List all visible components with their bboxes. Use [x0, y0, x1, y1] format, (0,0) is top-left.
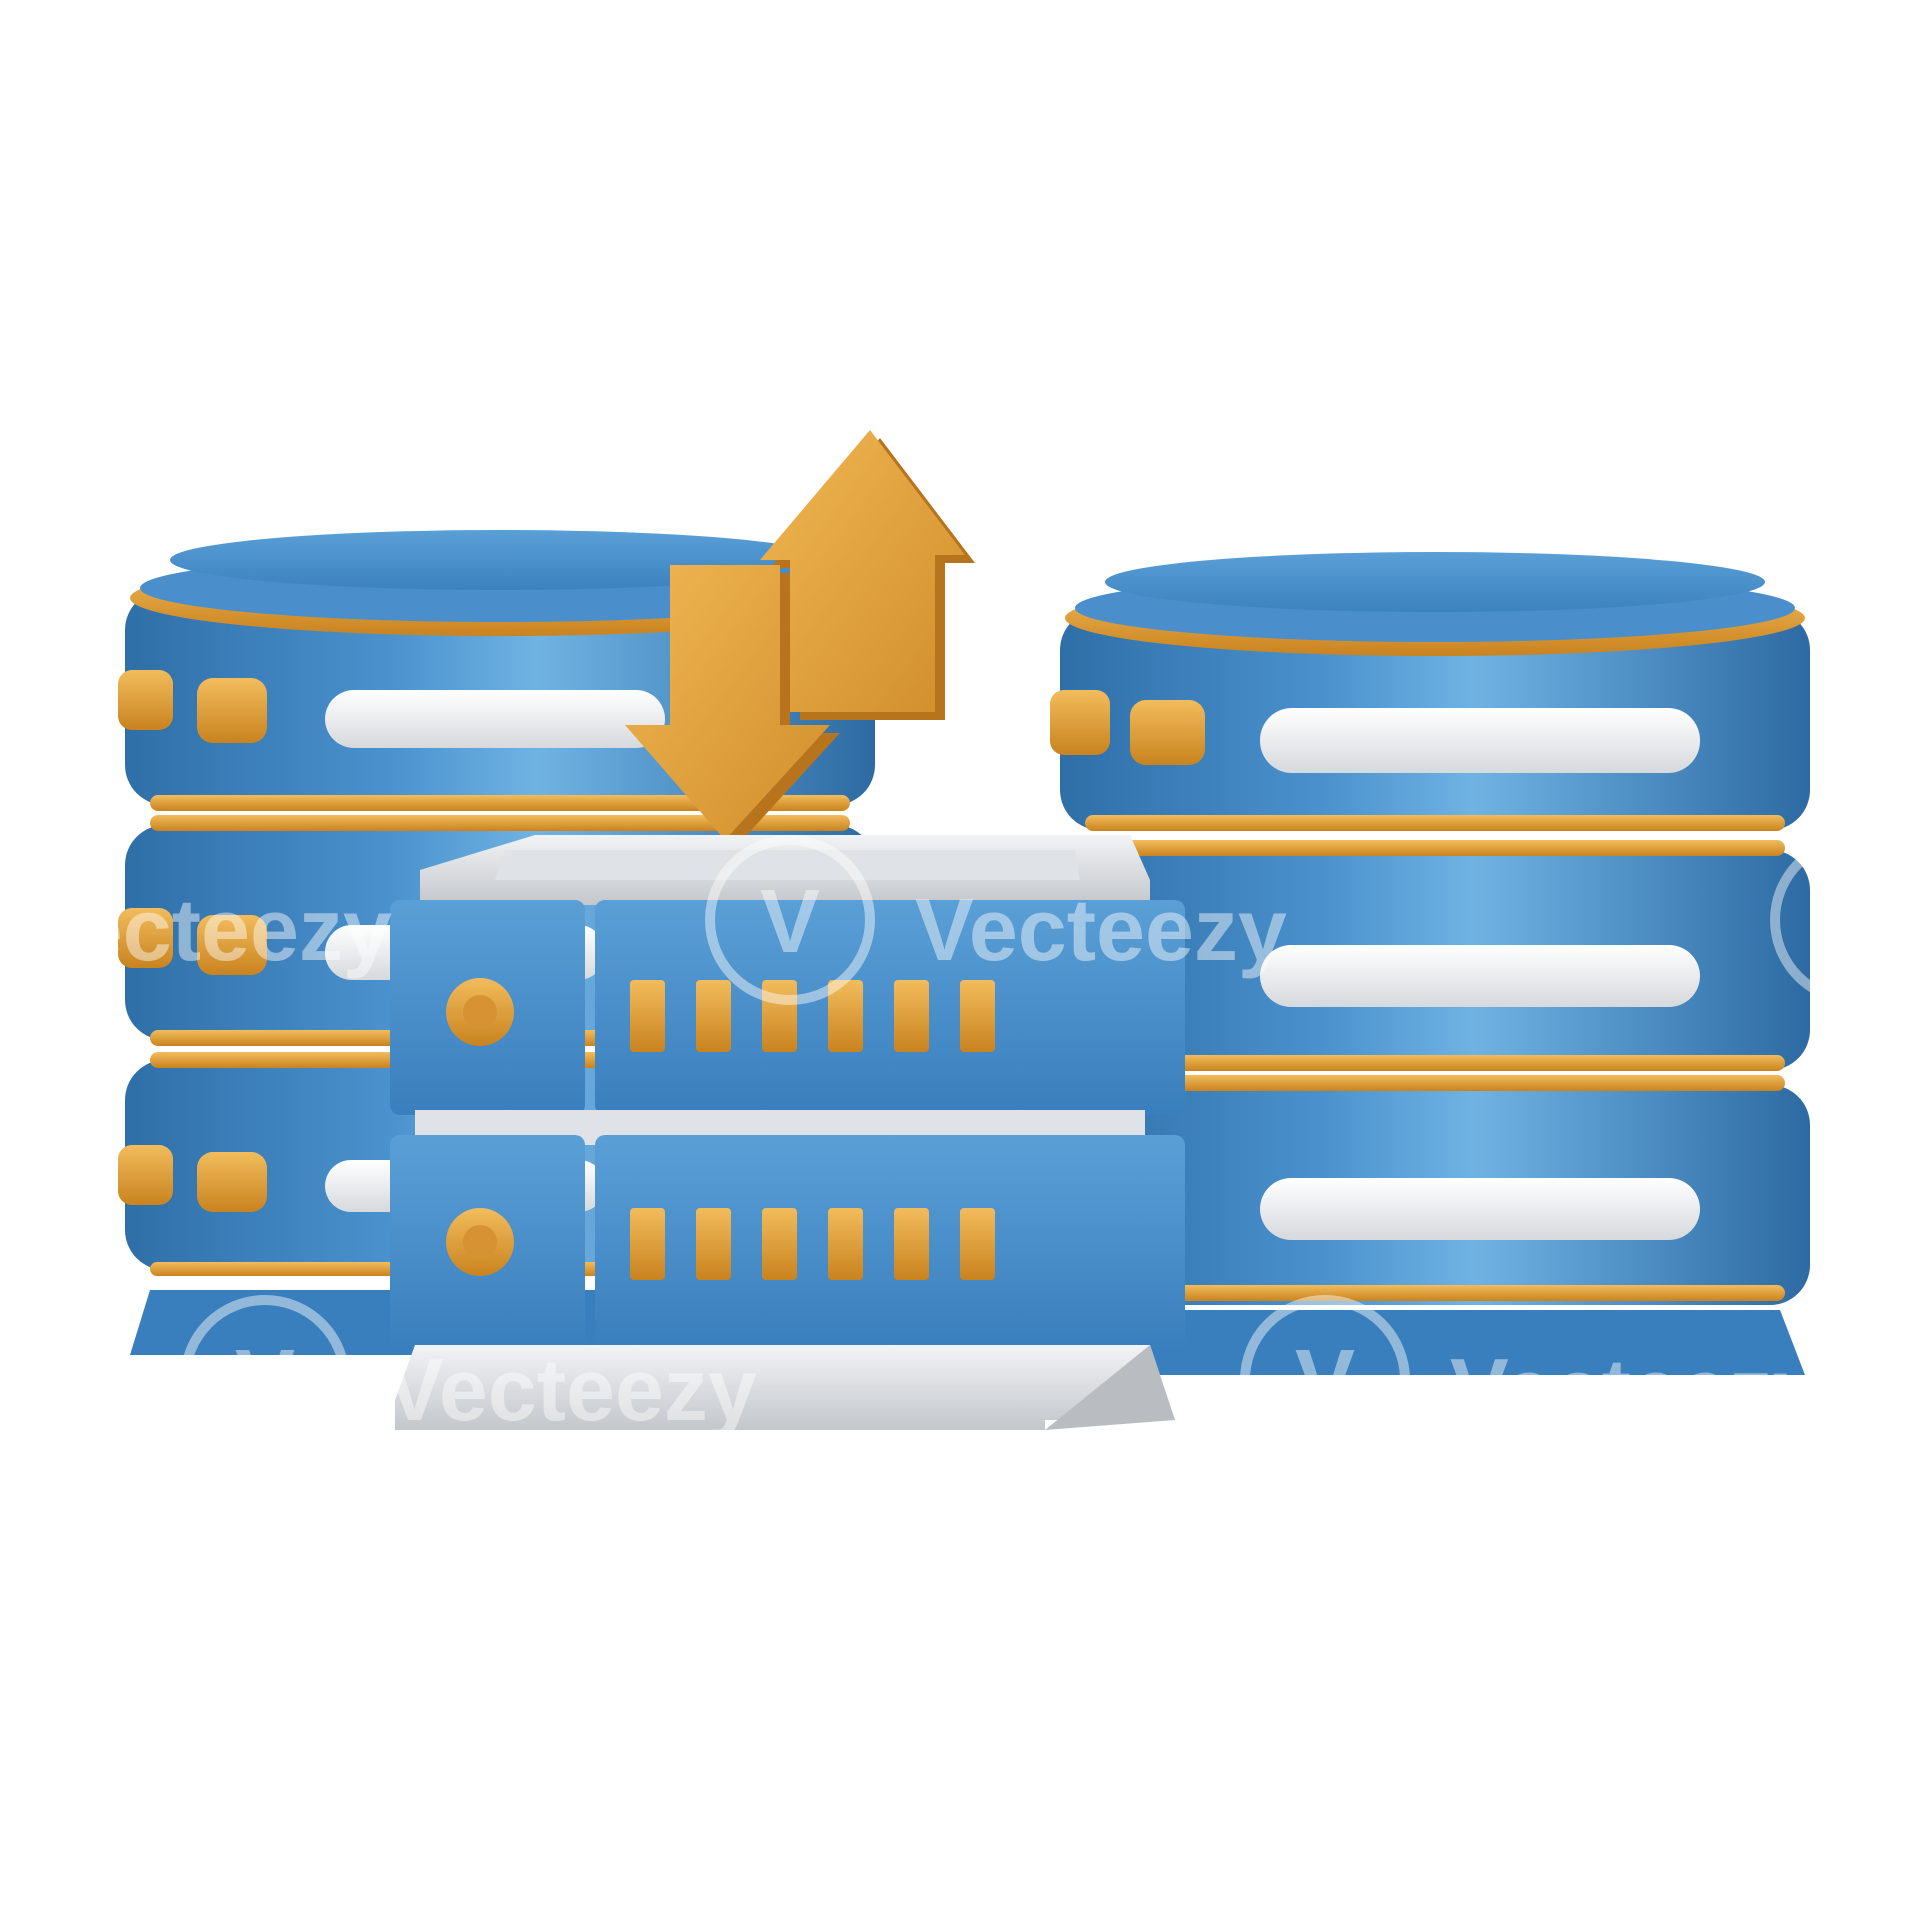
status-light-icon [1130, 700, 1205, 765]
status-light-icon [118, 908, 173, 968]
database-stack-right [1050, 552, 1810, 1375]
drive-slot [1260, 945, 1700, 1007]
drive-slot [325, 690, 665, 748]
drive-slot [1260, 708, 1700, 773]
status-light-icon [118, 670, 173, 730]
drive-bay-indicators [630, 980, 995, 1052]
status-light-icon [197, 1152, 267, 1212]
watermark-text: Vecteezy [915, 880, 1287, 979]
watermark-logo: V [180, 345, 350, 515]
status-light-icon [197, 915, 267, 975]
database-right-tier-1 [1050, 552, 1810, 831]
watermark-logo: V [1240, 345, 1410, 515]
watermark-text: Vecteezy [385, 390, 757, 489]
server-unit-lower [390, 1135, 1185, 1350]
server-rack-icon [390, 835, 1185, 1430]
watermark-text: Vecteezy [20, 880, 392, 979]
svg-text:V: V [235, 1332, 295, 1432]
server-base [395, 1345, 1175, 1430]
watermark-logo: V [705, 835, 875, 1005]
download-arrow-icon [625, 565, 840, 848]
database-right-tier-3 [1060, 1075, 1810, 1305]
database-right-lid [1105, 552, 1765, 612]
watermark-logo: V [180, 1295, 350, 1465]
watermark-layer: V Vecteezy V Vecteezy V Vecteezy Vecteez… [20, 345, 1920, 1465]
database-right-tier-2 [1060, 840, 1810, 1071]
status-light-icon [118, 1145, 173, 1205]
watermark-text: Vecteezy [385, 1340, 757, 1439]
svg-text:V: V [760, 872, 820, 972]
watermark-text: Vecteezy [1450, 390, 1822, 489]
transfer-arrows [625, 430, 975, 848]
upload-arrow-icon [760, 430, 975, 720]
server-unit-upper [390, 900, 1185, 1115]
svg-text:V: V [235, 382, 295, 482]
drive-bay-indicators [630, 1208, 995, 1280]
watermark-logo: V [1770, 835, 1920, 1005]
status-light-icon [197, 678, 267, 743]
watermark-logo: V [1240, 1295, 1410, 1465]
svg-text:V: V [1825, 872, 1885, 972]
database-right-foot [1140, 1310, 1805, 1375]
svg-text:V: V [1295, 382, 1355, 482]
database-left-lid [170, 530, 830, 590]
svg-text:V: V [1295, 1332, 1355, 1432]
status-light-icon [1050, 690, 1110, 755]
drive-slot [1260, 1178, 1700, 1240]
watermark-text: Vecteezy [1450, 1340, 1822, 1439]
